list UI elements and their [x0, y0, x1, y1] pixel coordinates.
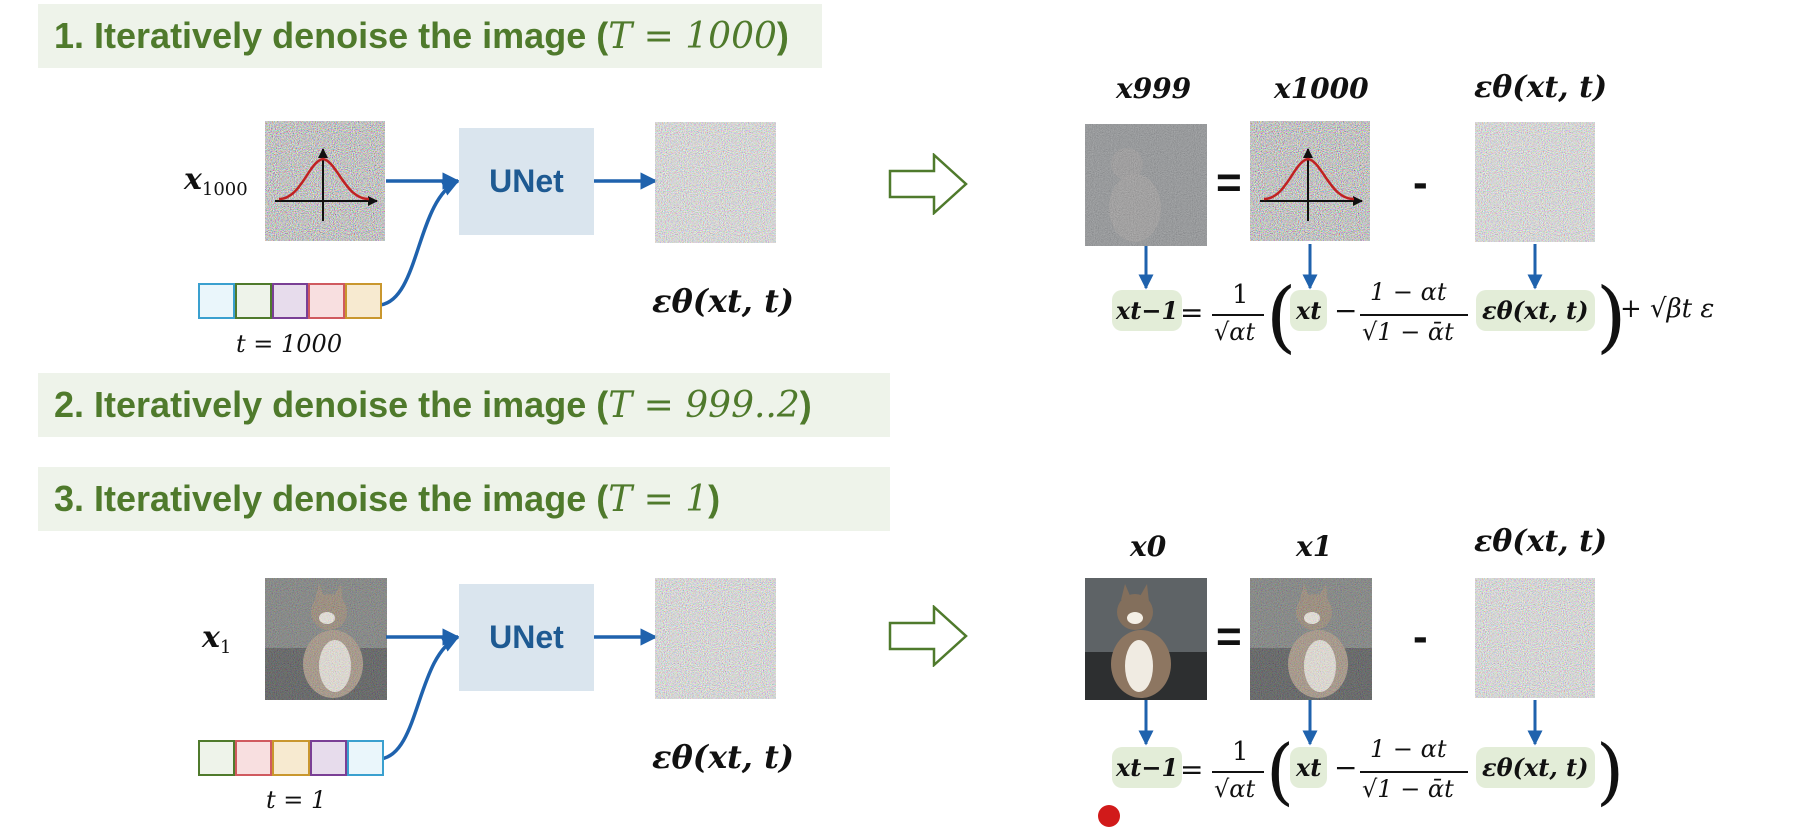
panel3-timestep-cell — [198, 740, 236, 776]
eq1-x1000-image — [1250, 121, 1370, 241]
big-arrow-3-icon — [888, 605, 968, 667]
eq1-eps-image — [1475, 122, 1595, 242]
eq3-x1-cat-image — [1250, 578, 1372, 700]
panel3-arrows — [380, 628, 658, 761]
eq1-formula: xt−1 = 1 √αt ( xt − 1 − αt √1 − ᾱt εθ(xt… — [1112, 272, 1732, 362]
eq1-minus-sign: - — [1413, 158, 1428, 207]
eq3-frac1-bar — [1212, 771, 1264, 773]
panel1-unet-block: UNet — [459, 128, 594, 235]
eq3-right-paren: ) — [1596, 729, 1625, 813]
step-2-header-math: T = 999..2 — [608, 385, 800, 426]
eq3-x0-cat-image — [1085, 578, 1207, 700]
eq3-frac2-bar — [1360, 771, 1468, 773]
panel3-timestep-embedding — [198, 740, 385, 776]
cat-photo-icon — [265, 578, 387, 700]
eq1-frac2-den: √1 − ᾱt — [1362, 318, 1454, 346]
eq3-left-paren: ( — [1266, 729, 1295, 813]
eq1-xt: xt — [1290, 290, 1328, 331]
panel1-output-noise — [655, 122, 776, 243]
panel3-timestep-label: t = 1 — [266, 786, 327, 814]
eq1-equals-sign: = — [1216, 158, 1242, 207]
eq1-right-paren: ) — [1596, 272, 1627, 362]
eq3-frac1-den: √αt — [1214, 775, 1256, 803]
panel1-noise-image — [265, 121, 385, 241]
eq1-frac2-bar — [1360, 314, 1468, 316]
panel3-output-label: εθ(xt, t) — [652, 738, 794, 776]
eq1-x999-image — [1085, 124, 1207, 246]
eq3-right-label: εθ(xt, t) — [1474, 524, 1608, 559]
eq3-left-label: x0 — [1130, 530, 1167, 563]
eq1-frac2-num: 1 − αt — [1370, 278, 1447, 306]
step-3-header-text: 3. Iteratively denoise the image ( — [54, 478, 609, 519]
cat-photo-icon — [1250, 578, 1372, 700]
gaussian-noise-icon — [1250, 121, 1370, 241]
panel3-output-noise — [655, 578, 776, 699]
step-3-header-suffix: ) — [708, 478, 721, 519]
eq3-mid-label: x1 — [1296, 530, 1333, 563]
step-3-header: 3. Iteratively denoise the image (T = 1) — [38, 467, 890, 531]
eq1-noise-term: + √βt ε — [1620, 294, 1715, 324]
panel1-output-label: εθ(xt, t) — [652, 282, 794, 320]
step-1-header-suffix: ) — [776, 15, 789, 56]
eq1-frac1-bar — [1212, 314, 1264, 316]
panel3-timestep-cell — [346, 740, 385, 776]
eq1-minus: − — [1334, 294, 1358, 327]
eq3-eps-image — [1475, 578, 1595, 698]
panel1-timestep-cell — [234, 283, 272, 319]
panel1-input-label: x1000 — [184, 162, 248, 200]
eq3-equals-sign: = — [1216, 612, 1242, 661]
eq3-formula: xt−1 = 1 √αt ( xt − 1 − αt √1 − ᾱt εθ(xt… — [1112, 729, 1624, 815]
eq3-frac1-num: 1 — [1232, 737, 1249, 767]
panel1-timestep-cell — [271, 283, 309, 319]
eq1-down-arrows — [1138, 244, 1543, 290]
panel3-timestep-cell — [272, 740, 310, 776]
cat-photo-icon — [1085, 578, 1207, 700]
eq1-lhs: xt−1 — [1112, 290, 1183, 331]
eq3-minus-sign: - — [1413, 612, 1428, 661]
eq1-left-label: x999 — [1116, 72, 1192, 105]
panel1-timestep-embedding — [198, 283, 382, 319]
step-1-header: 1. Iteratively denoise the image (T = 10… — [38, 4, 822, 68]
step-2-header: 2. Iteratively denoise the image (T = 99… — [38, 373, 890, 437]
big-arrow-1-icon — [888, 153, 968, 215]
panel1-timestep-cell — [345, 283, 382, 319]
cursor-dot — [1098, 805, 1120, 827]
panel3-cat-noisy-image — [265, 578, 387, 700]
eq1-frac1-den: √αt — [1214, 318, 1256, 346]
eq1-eps: εθ(xt, t) — [1476, 290, 1595, 331]
eq1-right-label: εθ(xt, t) — [1474, 70, 1608, 105]
panel3-unet-block: UNet — [459, 584, 594, 691]
panel1-arrows — [380, 172, 658, 307]
eq3-eps: εθ(xt, t) — [1476, 747, 1595, 788]
gaussian-noise-icon — [265, 121, 385, 241]
step-1-header-text: 1. Iteratively denoise the image ( — [54, 15, 609, 56]
eq3-down-arrows — [1138, 700, 1543, 746]
panel3-timestep-cell — [309, 740, 347, 776]
eq1-frac1-num: 1 — [1232, 280, 1249, 310]
eq1-mid-label: x1000 — [1274, 72, 1369, 105]
panel3-timestep-cell — [235, 740, 273, 776]
step-2-header-suffix: ) — [799, 384, 812, 425]
panel1-timestep-cell — [198, 283, 235, 319]
eq1-eq-sign: = — [1180, 296, 1204, 329]
eq3-frac2-num: 1 − αt — [1370, 735, 1447, 763]
panel1-timestep-cell — [308, 283, 346, 319]
step-2-header-text: 2. Iteratively denoise the image ( — [54, 384, 609, 425]
eq3-frac2-den: √1 − ᾱt — [1362, 775, 1454, 803]
eq3-lhs: xt−1 — [1112, 747, 1183, 788]
eq3-xt: xt — [1290, 747, 1328, 788]
panel3-input-label: x1 — [202, 620, 232, 658]
eq3-eq-sign: = — [1180, 753, 1204, 786]
panel1-timestep-label: t = 1000 — [236, 330, 343, 358]
step-3-header-math: T = 1 — [608, 479, 709, 520]
step-1-header-math: T = 1000 — [608, 16, 777, 57]
eq3-minus: − — [1334, 751, 1358, 784]
